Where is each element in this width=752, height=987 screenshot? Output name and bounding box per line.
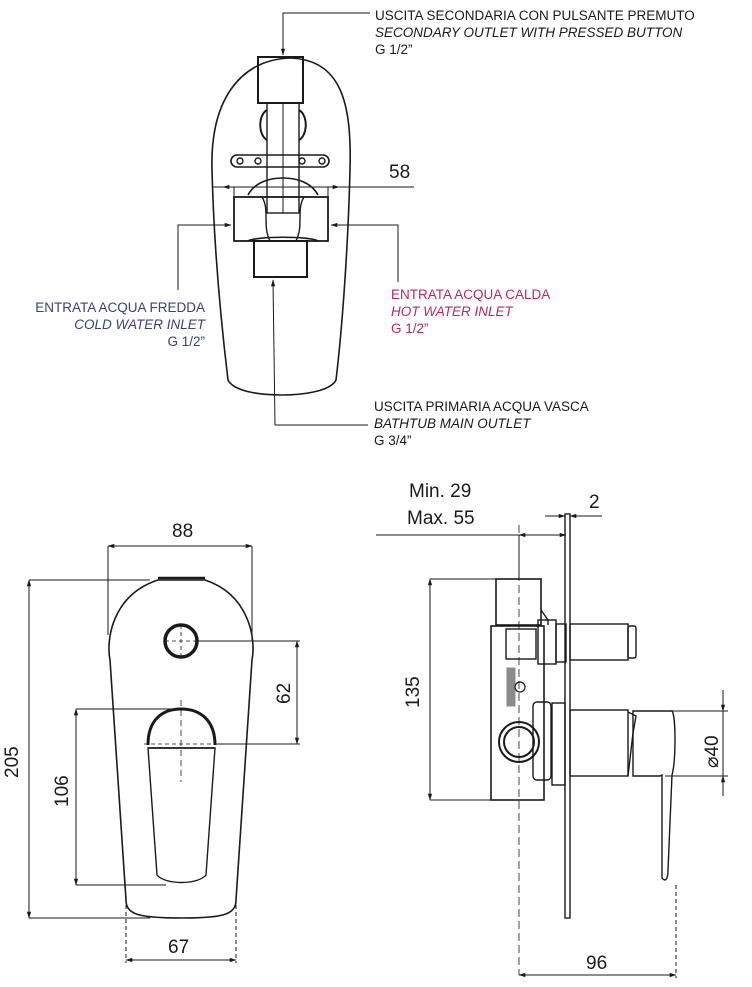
callout-main-outlet: USCITA PRIMARIA ACQUA VASCA BATHTUB MAIN… — [374, 398, 589, 449]
top-view-plate-outline — [211, 57, 352, 396]
dim-depth-max: Max. 55 — [407, 508, 475, 529]
top-view — [177, 12, 414, 426]
main-outlet-block — [253, 240, 308, 278]
callout-cold-inlet-en: COLD WATER INLET — [74, 317, 205, 332]
dim-body-height: 135 — [403, 676, 424, 708]
front-plate-outline — [108, 579, 254, 919]
callout-main-outlet-it: USCITA PRIMARIA ACQUA VASCA — [374, 399, 589, 414]
dim-plate-bottom-width: 67 — [168, 937, 190, 958]
callout-secondary-outlet-size: G 1/2” — [375, 42, 413, 57]
callout-secondary-outlet-en: SECONDARY OUTLET WITH PRESSED BUTTON — [375, 25, 683, 40]
side-body-top — [495, 578, 542, 626]
callout-cold-inlet-it: ENTRATA ACQUA FREDDA — [35, 300, 205, 315]
dim-plate-thickness: 2 — [589, 492, 600, 513]
callout-main-outlet-en: BATHTUB MAIN OUTLET — [374, 416, 531, 431]
side-button-shaft — [569, 623, 629, 661]
side-body-main — [490, 625, 545, 801]
dim-plate-height: 205 — [2, 746, 23, 778]
callout-hot-inlet-it: ENTRATA ACQUA CALDA — [391, 287, 551, 302]
dim-plate-width: 88 — [172, 521, 194, 542]
lever-handle — [146, 707, 217, 746]
side-view — [376, 513, 728, 978]
callout-hot-inlet: ENTRATA ACQUA CALDA HOT WATER INLET G 1/… — [391, 286, 550, 337]
side-lever-body — [569, 709, 629, 777]
front-view — [26, 543, 300, 963]
dim-depth-min: Min. 29 — [409, 481, 472, 502]
callout-main-outlet-size: G 3/4” — [374, 433, 412, 448]
side-wall-plate — [564, 513, 571, 919]
dim-lever-height: 106 — [52, 775, 73, 807]
callout-cold-inlet-size: G 1/2” — [167, 334, 205, 349]
callout-hot-inlet-size: G 1/2” — [391, 321, 429, 336]
mixer-body — [233, 196, 329, 242]
callout-secondary-outlet-it: USCITA SECONDARIA CON PULSANTE PREMUTO — [375, 8, 695, 23]
callout-secondary-outlet: USCITA SECONDARIA CON PULSANTE PREMUTO S… — [375, 7, 695, 58]
dim-button-to-lever: 62 — [274, 682, 295, 704]
dim-handle-diameter: ⌀40 — [702, 735, 723, 768]
secondary-outlet-block — [257, 56, 304, 104]
callout-hot-inlet-en: HOT WATER INLET — [391, 304, 513, 319]
dim-projection: 96 — [586, 953, 608, 974]
mounting-bracket — [230, 154, 330, 168]
dim-inlet-spacing: 58 — [389, 162, 411, 183]
side-lever-blade — [632, 710, 676, 881]
callout-cold-inlet: ENTRATA ACQUA FREDDA COLD WATER INLET G … — [0, 299, 205, 350]
